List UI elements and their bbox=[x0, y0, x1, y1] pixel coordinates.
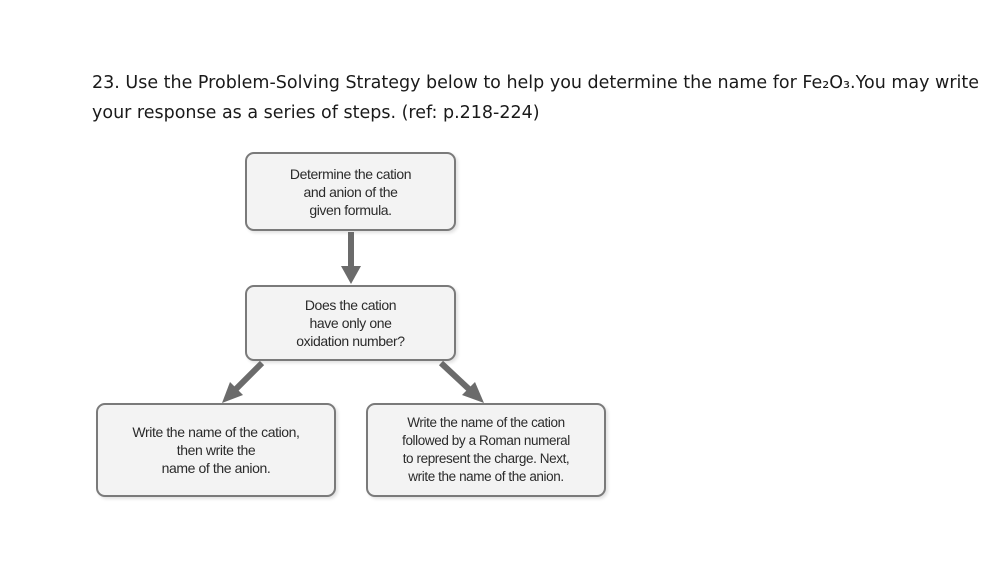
step2-line-2: have only one bbox=[309, 315, 392, 331]
branch-left-line-3: name of the anion. bbox=[161, 460, 271, 476]
branch-right-line-2: followed by a Roman numeral bbox=[402, 433, 570, 448]
flowchart-branch-single-oxidation: Write the name of the cation, then write… bbox=[96, 403, 336, 497]
branch-right-line-4: write the name of the anion. bbox=[408, 469, 564, 484]
flowchart-branch-multiple-oxidation: Write the name of the cation followed by… bbox=[366, 403, 606, 497]
arrow-step1-to-step2 bbox=[341, 232, 361, 284]
flowchart-decision-oxidation-number: Does the cation have only one oxidation … bbox=[245, 285, 456, 361]
branch-left-line-1: Write the name of the cation, bbox=[132, 424, 300, 440]
question-line-2: your response as a series of steps. (ref… bbox=[92, 103, 540, 123]
step1-line-1: Determine the cation bbox=[289, 165, 412, 182]
branch-right-line-1: Write the name of the cation bbox=[407, 415, 565, 430]
arrow-step2-to-right-branch bbox=[438, 360, 484, 403]
step1-line-2: and anion of the bbox=[303, 183, 398, 200]
question-text: 23. Use the Problem-Solving Strategy bel… bbox=[92, 68, 980, 128]
step1-line-3: given formula. bbox=[309, 201, 392, 218]
step2-line-1: Does the cation bbox=[304, 297, 397, 313]
branch-right-line-3: to represent the charge. Next, bbox=[402, 451, 570, 466]
branch-left-line-2: then write the bbox=[176, 442, 256, 458]
flowchart-step-determine-ions: Determine the cation and anion of the gi… bbox=[245, 152, 456, 231]
step2-line-3: oxidation number? bbox=[296, 333, 405, 349]
question-line-1: 23. Use the Problem-Solving Strategy bel… bbox=[92, 73, 980, 93]
arrow-step2-to-left-branch bbox=[222, 360, 265, 403]
